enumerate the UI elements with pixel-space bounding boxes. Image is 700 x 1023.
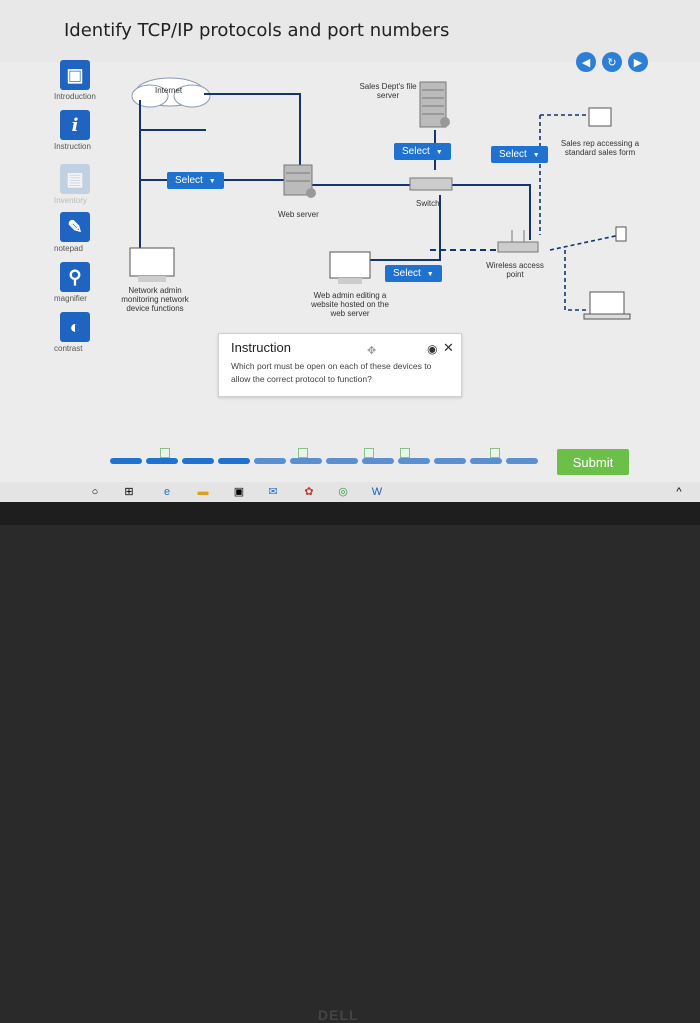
sidebar-item-notepad[interactable]: ✎ notepad bbox=[54, 212, 120, 253]
sidebar: ▣ Introduction i Instruction ▤ Inventory… bbox=[50, 58, 112, 358]
sidebar-item-label: notepad bbox=[54, 244, 83, 253]
back-button[interactable]: ◀ bbox=[576, 52, 596, 72]
move-icon[interactable]: ✥ bbox=[367, 345, 377, 357]
webadmin-label: Web admin editing a website hosted on th… bbox=[311, 291, 389, 318]
progress-segment bbox=[434, 458, 466, 464]
chevron-down-icon: ▼ bbox=[435, 149, 443, 156]
step-marker-icon[interactable] bbox=[160, 448, 170, 458]
monitor-bezel: DELL bbox=[0, 502, 700, 1023]
introduction-icon: ▣ bbox=[60, 60, 90, 90]
laptop-icon bbox=[583, 291, 631, 320]
start-icon[interactable]: ○ bbox=[91, 486, 99, 498]
brand-logo: DELL bbox=[318, 1007, 359, 1023]
progress-segment bbox=[506, 458, 538, 464]
chrome-icon[interactable]: ◎ bbox=[338, 486, 348, 498]
sidebar-item-label: Introduction bbox=[54, 92, 96, 101]
progress-segment bbox=[218, 458, 250, 464]
wap-label: Wireless access point bbox=[486, 261, 544, 279]
pencil-icon: ✎ bbox=[60, 212, 90, 242]
sidebar-item-contrast[interactable]: ◐ contrast bbox=[54, 312, 120, 353]
switch-icon bbox=[409, 177, 453, 191]
chevron-down-icon: ▼ bbox=[208, 178, 216, 185]
progress-segment bbox=[398, 458, 430, 464]
progress-segment bbox=[290, 458, 322, 464]
sales-rep-label: Sales rep accessing a standard sales for… bbox=[560, 139, 640, 157]
progress-segment bbox=[254, 458, 286, 464]
app-window: Identify TCP/IP protocols and port numbe… bbox=[0, 0, 700, 482]
step-marker-icon[interactable] bbox=[298, 448, 308, 458]
glasses-icon: ◐ bbox=[60, 312, 90, 342]
chevron-down-icon: ▼ bbox=[426, 271, 434, 278]
progress-segment bbox=[110, 458, 142, 464]
word-icon[interactable]: W bbox=[371, 486, 383, 498]
task-view-icon[interactable]: ⊞ bbox=[124, 486, 134, 498]
folder-icon[interactable]: ▬ bbox=[197, 486, 209, 498]
sidebar-item-instruction[interactable]: i Instruction bbox=[54, 110, 120, 151]
step-marker-icon[interactable] bbox=[490, 448, 500, 458]
info-icon: i bbox=[60, 110, 90, 140]
close-icon[interactable]: ✕ bbox=[443, 340, 454, 355]
computer-icon bbox=[129, 247, 175, 282]
select-dropdown-web-server[interactable]: Select▼ bbox=[167, 172, 224, 189]
monitor-icon bbox=[588, 107, 612, 127]
app-icon[interactable]: ✿ bbox=[304, 486, 314, 498]
step-marker-icon[interactable] bbox=[400, 448, 410, 458]
store-icon[interactable]: ▣ bbox=[233, 486, 245, 498]
cloud-icon bbox=[131, 77, 211, 108]
forward-button[interactable]: ▶ bbox=[628, 52, 648, 72]
sidebar-item-magnifier[interactable]: ⚲ magnifier bbox=[54, 262, 120, 303]
progress-segment bbox=[362, 458, 394, 464]
progress-segment bbox=[182, 458, 214, 464]
netadmin-label: Network admin monitoring network device … bbox=[121, 286, 189, 313]
submit-button[interactable]: Submit bbox=[557, 449, 629, 475]
edge-icon[interactable]: e bbox=[163, 486, 171, 498]
magnifier-icon: ⚲ bbox=[60, 262, 90, 292]
step-marker-icon[interactable] bbox=[364, 448, 374, 458]
taskbar: ○ ⊞ e ▬ ▣ ✉ ✿ ◎ W ^ bbox=[0, 482, 700, 502]
sidebar-item-label: contrast bbox=[54, 344, 83, 353]
switch-label: Switch bbox=[416, 199, 440, 208]
inventory-icon: ▤ bbox=[60, 164, 90, 194]
sidebar-item-label: Instruction bbox=[54, 142, 91, 151]
chevron-down-icon: ▼ bbox=[532, 152, 540, 159]
server-icon bbox=[419, 81, 450, 128]
tray-chevron-icon[interactable]: ^ bbox=[676, 486, 682, 498]
computer-icon bbox=[329, 251, 371, 284]
sidebar-item-introduction[interactable]: ▣ Introduction bbox=[54, 60, 120, 101]
progress-segment bbox=[146, 458, 178, 464]
instruction-title: Instruction bbox=[231, 340, 291, 355]
progress-bar bbox=[110, 448, 540, 472]
sidebar-item-inventory: ▤ Inventory bbox=[54, 164, 120, 205]
mail-icon[interactable]: ✉ bbox=[268, 486, 278, 498]
sales-server-label: Sales Dept's file server bbox=[359, 82, 417, 100]
phone-icon bbox=[615, 226, 627, 242]
web-server-label: Web server bbox=[278, 210, 319, 219]
select-dropdown-sales-server[interactable]: Select▼ bbox=[394, 143, 451, 160]
page-title: Identify TCP/IP protocols and port numbe… bbox=[64, 20, 450, 41]
wireless-icon bbox=[497, 230, 539, 253]
progress-segment bbox=[470, 458, 502, 464]
network-diagram bbox=[129, 77, 631, 320]
web-server-icon bbox=[283, 164, 316, 198]
sidebar-item-label: magnifier bbox=[54, 294, 87, 303]
instruction-text: Which port must be open on each of these… bbox=[231, 361, 432, 384]
title-bar: Identify TCP/IP protocols and port numbe… bbox=[0, 0, 700, 62]
reset-button[interactable]: ↻ bbox=[602, 52, 622, 72]
select-dropdown-sales-rep[interactable]: Select▼ bbox=[491, 146, 548, 163]
sidebar-item-label: Inventory bbox=[54, 196, 87, 205]
instruction-panel: Instruction ✥ ◉ ✕ Which port must be ope… bbox=[218, 333, 462, 397]
progress-segment bbox=[326, 458, 358, 464]
internet-label: Internet bbox=[155, 86, 183, 95]
select-dropdown-web-admin[interactable]: Select▼ bbox=[385, 265, 442, 282]
eye-icon[interactable]: ◉ bbox=[427, 342, 438, 356]
